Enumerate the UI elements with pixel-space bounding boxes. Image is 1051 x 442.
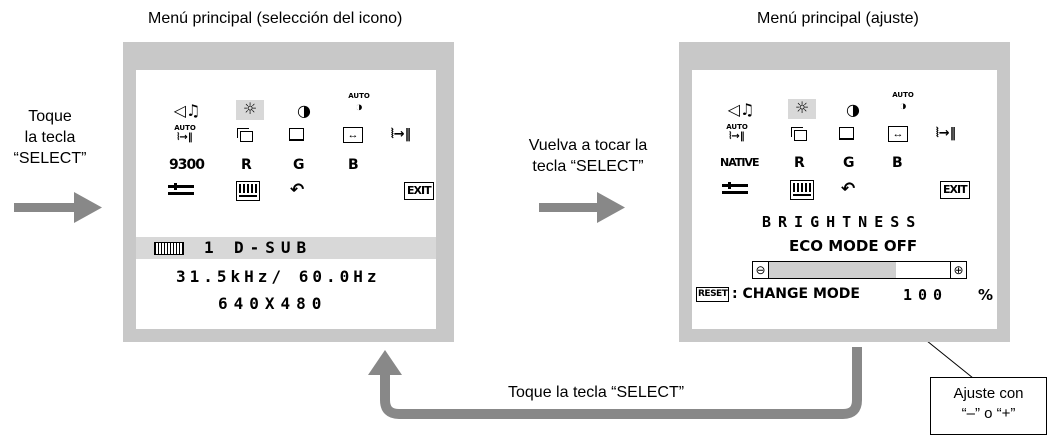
red-icon[interactable]: R xyxy=(241,157,252,173)
factory-preset-icon[interactable]: ↶ xyxy=(841,179,856,199)
tools-icon[interactable] xyxy=(168,183,196,199)
tools-icon[interactable] xyxy=(722,182,750,198)
auto-contrast-label: AUTO xyxy=(348,92,370,100)
adjust-line-2: “–” o “+” xyxy=(961,405,1016,422)
left-monitor-frame: ◁♫ ☼ ◑ AUTO ◑ AUTO ⦚→‖ ↔ ⦚→‖ 9300 R G B xyxy=(123,42,454,342)
auto-contrast-symbol: ◑ xyxy=(355,99,363,114)
input-bar: 1 D-SUB xyxy=(136,237,436,259)
green-icon[interactable]: G xyxy=(293,157,305,173)
touch-line-3: “SELECT” xyxy=(13,150,87,167)
eco-mode-text: ECO MODE OFF xyxy=(789,237,918,255)
plus-icon[interactable]: ⊕ xyxy=(950,262,966,278)
factory-preset-icon[interactable]: ↶ xyxy=(290,180,305,200)
auto-adjust-label: AUTO xyxy=(726,123,748,131)
brightness-value: 100 xyxy=(903,286,949,304)
percent-unit: % xyxy=(978,286,994,304)
change-mode-text: : CHANGE MODE xyxy=(732,286,860,302)
right-monitor-frame: ◁♫ ☼ ◑ AUTO ◑ AUTO ⦚→‖ ↔ ⦚→‖ NATIVE R G … xyxy=(679,42,1010,342)
auto-adjust-symbol: ⦚→‖ xyxy=(729,131,745,142)
adjust-callout: Ajuste con “–” o “+” xyxy=(930,377,1047,435)
connector-icon xyxy=(154,242,184,255)
adjust-line-1: Ajuste con xyxy=(953,385,1024,402)
reset-icon[interactable]: RESET xyxy=(696,287,730,302)
left-menu-caption: Menú principal (selección del icono) xyxy=(148,10,403,27)
volume-icon[interactable]: ◁♫ xyxy=(727,100,755,119)
bottom-caption: Toque la tecla “SELECT” xyxy=(508,384,685,401)
touch-line-1: Toque xyxy=(28,108,72,125)
auto-adjust-icon[interactable]: AUTO ⦚→‖ xyxy=(170,124,200,143)
auto-adjust-icon[interactable]: AUTO ⦚→‖ xyxy=(722,123,752,142)
preset-9300-icon[interactable]: 9300 xyxy=(169,157,205,173)
brightness-title: BRIGHTNESS xyxy=(762,213,923,231)
right-menu-caption: Menú principal (ajuste) xyxy=(757,10,919,27)
brightness-icon[interactable]: ☼ xyxy=(788,99,816,119)
fine-icon[interactable]: ⦚→‖ xyxy=(936,126,957,141)
frequency-text: 31.5kHz/ 60.0Hz xyxy=(176,267,381,286)
brightness-slider[interactable]: ⊖ ⊕ xyxy=(752,261,967,279)
auto-contrast-icon[interactable]: AUTO ◑ xyxy=(888,91,918,112)
volume-icon[interactable]: ◁♫ xyxy=(173,101,201,120)
input-name: D-SUB xyxy=(234,238,313,257)
osd-icon[interactable] xyxy=(236,181,260,201)
brightness-slider-fill xyxy=(769,262,896,278)
h-size-icon[interactable]: ↔ xyxy=(343,127,363,143)
touch-again-text: Vuelva a tocar la tecla “SELECT” xyxy=(500,135,676,177)
auto-contrast-symbol: ◑ xyxy=(899,98,907,113)
down-position-icon[interactable] xyxy=(839,127,855,141)
fine-icon[interactable]: ⦚→‖ xyxy=(391,127,412,142)
red-icon[interactable]: R xyxy=(794,155,805,171)
preset-native-icon[interactable]: NATIVE xyxy=(720,156,759,169)
left-position-icon[interactable] xyxy=(237,128,253,142)
return-arrowhead xyxy=(368,350,402,375)
touch-again-line-1: Vuelva a tocar la xyxy=(528,137,648,154)
h-size-icon[interactable]: ↔ xyxy=(888,126,908,142)
osd-icon[interactable] xyxy=(790,180,814,200)
blue-icon[interactable]: B xyxy=(348,157,359,173)
input-number: 1 xyxy=(204,238,220,257)
exit-icon[interactable]: EXIT xyxy=(940,181,970,199)
touch-select-text-left: Toque la tecla “SELECT” xyxy=(0,106,100,169)
blue-icon[interactable]: B xyxy=(892,155,903,171)
touch-again-line-2: tecla “SELECT” xyxy=(532,158,644,175)
exit-icon[interactable]: EXIT xyxy=(404,182,434,200)
contrast-icon[interactable]: ◑ xyxy=(846,100,860,119)
left-position-icon[interactable] xyxy=(791,127,807,141)
green-icon[interactable]: G xyxy=(843,155,855,171)
down-position-icon[interactable] xyxy=(289,128,305,142)
touch-line-2: la tecla xyxy=(24,129,76,146)
resolution-text: 640X480 xyxy=(218,294,328,313)
return-arrow xyxy=(380,347,862,419)
brightness-icon[interactable]: ☼ xyxy=(236,100,264,120)
right-osd-screen: ◁♫ ☼ ◑ AUTO ◑ AUTO ⦚→‖ ↔ ⦚→‖ NATIVE R G … xyxy=(692,70,997,329)
auto-adjust-label: AUTO xyxy=(174,124,196,132)
minus-icon[interactable]: ⊖ xyxy=(753,262,769,278)
left-osd-screen: ◁♫ ☼ ◑ AUTO ◑ AUTO ⦚→‖ ↔ ⦚→‖ 9300 R G B xyxy=(136,70,436,329)
auto-contrast-label: AUTO xyxy=(892,91,914,99)
right-arrow-middle xyxy=(539,192,625,223)
contrast-icon[interactable]: ◑ xyxy=(297,101,311,120)
auto-adjust-symbol: ⦚→‖ xyxy=(177,132,193,143)
right-arrow-left xyxy=(14,192,102,223)
auto-contrast-icon[interactable]: AUTO ◑ xyxy=(344,92,374,113)
